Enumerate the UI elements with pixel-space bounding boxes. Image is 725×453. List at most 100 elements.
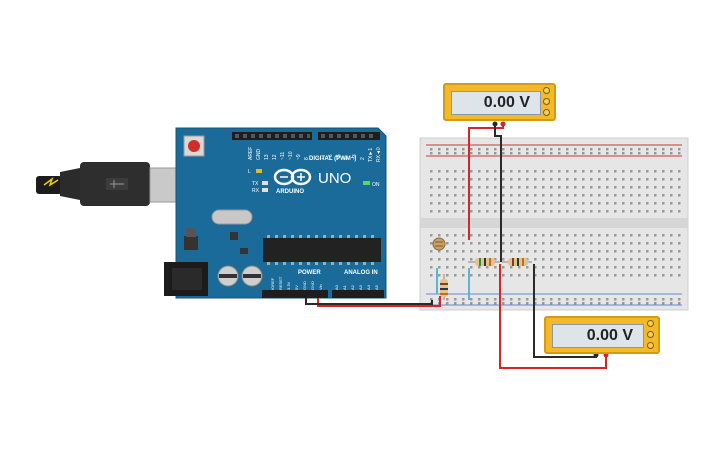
breadboard-hole [526, 234, 529, 237]
breadboard-hole [502, 250, 505, 253]
multimeter-top[interactable]: 0.00 V [443, 83, 556, 121]
multimeter-bottom[interactable]: 0.00 V [544, 316, 660, 354]
breadboard-hole [646, 234, 649, 237]
breadboard-hole [454, 274, 457, 277]
multimeter-display: 0.00 V [552, 324, 644, 348]
breadboard-hole [606, 298, 609, 301]
resistor-1[interactable] [468, 258, 500, 266]
breadboard-hole [582, 258, 585, 261]
tx-led [262, 181, 268, 185]
breadboard-hole [462, 178, 465, 181]
breadboard-hole [670, 234, 673, 237]
breadboard-hole [478, 274, 481, 277]
breadboard-hole [662, 152, 665, 155]
breadboard-hole [574, 186, 577, 189]
breadboard-hole [630, 194, 633, 197]
breadboard-hole [678, 242, 681, 245]
breadboard-hole [598, 250, 601, 253]
breadboard-hole [590, 258, 593, 261]
voltage-reading: 0.00 V [483, 94, 530, 111]
mode-r-icon[interactable] [543, 109, 550, 116]
breadboard[interactable] [419, 137, 689, 311]
wire-red-bottom-meter[interactable] [499, 264, 607, 369]
breadboard-hole [566, 302, 569, 305]
breadboard-hole [486, 274, 489, 277]
breadboard-hole [582, 242, 585, 245]
breadboard-hole [654, 258, 657, 261]
breadboard-hole [502, 298, 505, 301]
breadboard-hole [598, 242, 601, 245]
mode-r-icon[interactable] [647, 342, 654, 349]
breadboard-hole [638, 202, 641, 205]
resistor-3[interactable] [440, 274, 448, 300]
breadboard-hole [446, 202, 449, 205]
breadboard-hole [630, 170, 633, 173]
breadboard-hole [606, 148, 609, 151]
breadboard-hole [542, 266, 545, 269]
breadboard-hole [470, 202, 473, 205]
wire-black-top-meter[interactable] [494, 124, 502, 262]
breadboard-hole [542, 148, 545, 151]
analog-header[interactable] [332, 290, 384, 298]
wire-red-5v[interactable] [317, 296, 441, 307]
breadboard-hole [630, 186, 633, 189]
breadboard-hole [454, 178, 457, 181]
breadboard-hole [542, 170, 545, 173]
wire-black-gnd[interactable] [305, 298, 433, 305]
breadboard-hole [646, 242, 649, 245]
breadboard-hole [654, 202, 657, 205]
mode-a-icon[interactable] [647, 320, 654, 327]
breadboard-hole [662, 274, 665, 277]
breadboard-hole [478, 210, 481, 213]
breadboard-hole [494, 234, 497, 237]
breadboard-hole [558, 274, 561, 277]
breadboard-hole [590, 152, 593, 155]
breadboard-hole [462, 274, 465, 277]
breadboard-hole [430, 274, 433, 277]
breadboard-hole [630, 266, 633, 269]
pin-label: ~3 [352, 154, 358, 160]
mode-v-icon[interactable] [543, 98, 550, 105]
analog-pin-label: A3 [358, 284, 363, 290]
breadboard-hole [454, 302, 457, 305]
breadboard-hole [590, 234, 593, 237]
pin-label: RX◄0 [376, 147, 382, 162]
breadboard-hole [526, 242, 529, 245]
breadboard-hole [454, 152, 457, 155]
mode-a-icon[interactable] [543, 87, 550, 94]
breadboard-hole [518, 250, 521, 253]
breadboard-hole [670, 242, 673, 245]
digital-header[interactable] [232, 132, 312, 140]
power-header[interactable] [262, 290, 328, 298]
digital-pin-holes [235, 134, 373, 138]
breadboard-hole [670, 194, 673, 197]
breadboard-hole [486, 178, 489, 181]
breadboard-hole [590, 266, 593, 269]
breadboard-hole [462, 302, 465, 305]
breadboard-hole [638, 266, 641, 269]
breadboard-hole [502, 258, 505, 261]
breadboard-hole [438, 178, 441, 181]
breadboard-hole [678, 210, 681, 213]
breadboard-hole [502, 274, 505, 277]
aref-label: AREF [248, 147, 254, 160]
breadboard-hole [430, 186, 433, 189]
breadboard-hole [510, 148, 513, 151]
breadboard-hole [574, 242, 577, 245]
photoresistor[interactable] [432, 237, 446, 251]
breadboard-hole [470, 186, 473, 189]
breadboard-hole [454, 298, 457, 301]
breadboard-hole [590, 186, 593, 189]
breadboard-hole [502, 266, 505, 269]
breadboard-hole [438, 170, 441, 173]
resistor-2[interactable] [502, 258, 532, 266]
breadboard-hole [654, 210, 657, 213]
breadboard-hole [590, 202, 593, 205]
breadboard-hole [614, 210, 617, 213]
breadboard-hole [494, 186, 497, 189]
breadboard-hole [502, 202, 505, 205]
mode-v-icon[interactable] [647, 331, 654, 338]
arduino-uno-board[interactable]: AREF GND 13 12 ~11 ~10 ~9 8 7 ~6 ~5 4 ~3… [164, 127, 387, 299]
breadboard-hole [614, 242, 617, 245]
